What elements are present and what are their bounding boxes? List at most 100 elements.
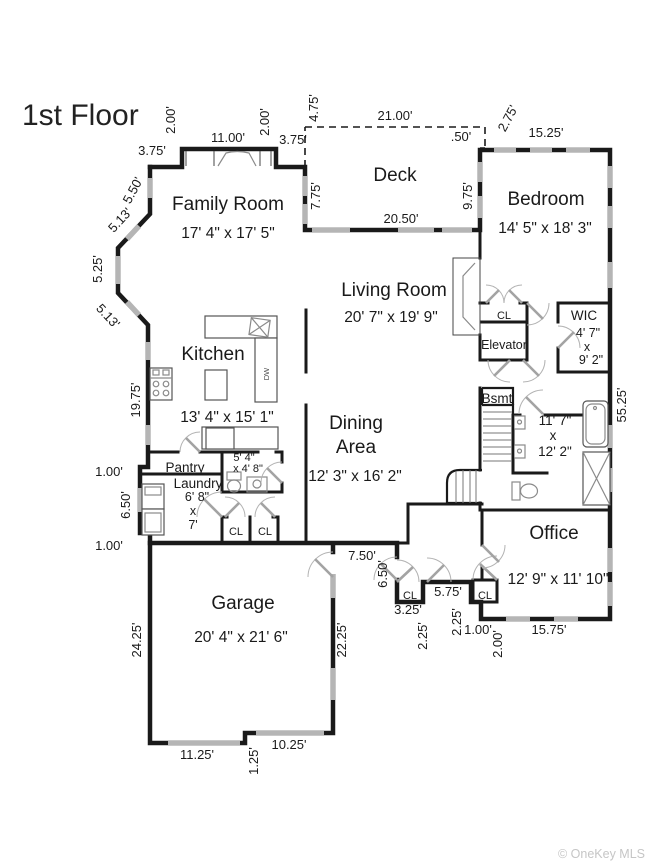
dim-garage-bottom-a: 11.25' [180,747,214,762]
wic-label: WIC [571,308,597,323]
dim-jog-b: 2.00' [490,630,505,658]
garage-label: Garage [211,593,274,614]
bathtub-inner [585,403,606,445]
dim-right-side: 55.25' [614,387,629,422]
dim-hall-top: 7.50' [348,548,376,563]
office-door [481,544,506,569]
dim-hall-left: 6.50' [375,560,390,588]
kitchen-label: Kitchen [181,344,244,365]
dim-bed-top: 15.25' [528,125,563,140]
refrigerator [205,427,235,450]
powder-door [260,461,283,484]
dim-fam-left-d: 5.13' [93,301,123,332]
dim-fam-left-b: 5.13' [105,205,135,236]
closet-door-a [224,496,246,518]
dim-step-b: 1.00' [95,538,123,553]
dim-hall-mid: 5.75' [434,584,462,599]
windows [115,147,613,746]
living-room-label: Living Room [341,280,447,301]
vanity-sink-lower-basin [516,448,523,454]
kitchen-sink [248,317,271,338]
bsmt-label: Bsmt [482,391,513,406]
dim-fam-right: 7.75' [308,182,323,210]
washer-panel [144,486,162,496]
dim-jog-a: 1.00' [464,622,492,637]
fireplace-surround [452,257,481,336]
closet-door-b [254,496,276,518]
hall-closet-left-door [396,559,420,583]
powder-sink-basin [252,479,262,489]
fireplace-firebox [217,150,257,167]
kitchen-fixtures: DW [149,315,279,450]
dim-kitchen-left: 19.75' [128,382,143,417]
toilet-tank [511,481,521,501]
dim-bed-setback: 2.75' [495,103,521,135]
laundry-fixtures [141,483,165,536]
powder-sink [246,476,268,493]
wic-dims-2: x [584,340,591,354]
dim-bed-left: 9.75' [460,182,475,210]
dim-bump-right-depth: 2.00' [257,108,272,136]
bath-dims-1: 11' 7" [539,413,572,428]
powder-room-fixtures [226,471,268,493]
family-room-label: Family Room [172,194,284,215]
fireplace-niches [185,151,272,166]
bath-dims-2: x [550,428,557,443]
garage-dims: 20' 4" x 21' 6" [194,629,288,646]
dim-cl-a-width: 3.25' [394,602,422,617]
bath-dims-3: 12' 2" [538,444,572,459]
sink-basin [248,317,271,338]
toilet-bowl [519,483,539,499]
dining-area-dims: 12' 3" x 16' 2" [308,468,402,485]
burner [162,389,170,397]
living-room-fireplace [452,257,481,336]
window-segments [115,147,613,746]
vanity-sink-upper [513,415,526,430]
dim-deck-left: 4.75' [306,94,321,122]
deck-railing-outline [304,126,486,167]
stair-treads [483,411,512,462]
dim-cl-b-depth: 2.25' [449,608,464,636]
bedroom-label: Bedroom [507,189,584,210]
laundry-dims-2: x [190,504,197,518]
winder-treads [455,470,477,503]
dim-laundry-left: 6.50' [118,491,133,519]
laundry-label: Laundry [174,476,223,491]
shower-cross [582,451,611,506]
hall-door-a [487,359,511,383]
vanity-sink-lower [513,444,526,459]
dimension-labels: 2.00' 11.00' 2.00' 3.75' 3.75' 4.75' 21.… [90,94,629,775]
powder-dims-2: x 4' 8" [233,463,263,475]
burner [152,380,160,388]
basement-stairs [445,386,515,505]
interior-walls [138,228,612,604]
bedroom-closet-doors [485,284,523,304]
dim-deck-bottom: 20.50' [383,211,418,226]
bedroom-dims: 14' 5" x 18' 3" [498,220,592,237]
pantry-door [179,431,201,453]
closet-label-a: CL [229,526,243,538]
hall-mid-door [426,557,452,583]
hall-door-b [522,359,546,383]
bedroom-entry-door [526,302,550,326]
closet-label-b: CL [258,526,272,538]
dim-fam-left-c: 5.25' [90,255,105,283]
kitchen-island [204,369,228,401]
dining-area-label-2: Area [336,437,377,458]
bathtub [582,400,609,448]
family-room-dims: 17' 4" x 17' 5" [181,225,275,242]
counter-top [204,315,278,339]
burner [162,380,170,388]
stair-winder [445,468,482,505]
laundry-door [196,491,223,518]
dim-deck-top: 21.00' [377,108,412,123]
counter-right [254,337,278,403]
kitchen-dims: 13' 4" x 15' 1" [180,409,274,426]
closet-label-hall-left: CL [403,590,417,602]
bath-door [518,389,544,415]
wic-dims-3: 9' 2" [579,353,603,367]
family-room-fireplace [185,150,272,167]
dryer [141,508,165,536]
